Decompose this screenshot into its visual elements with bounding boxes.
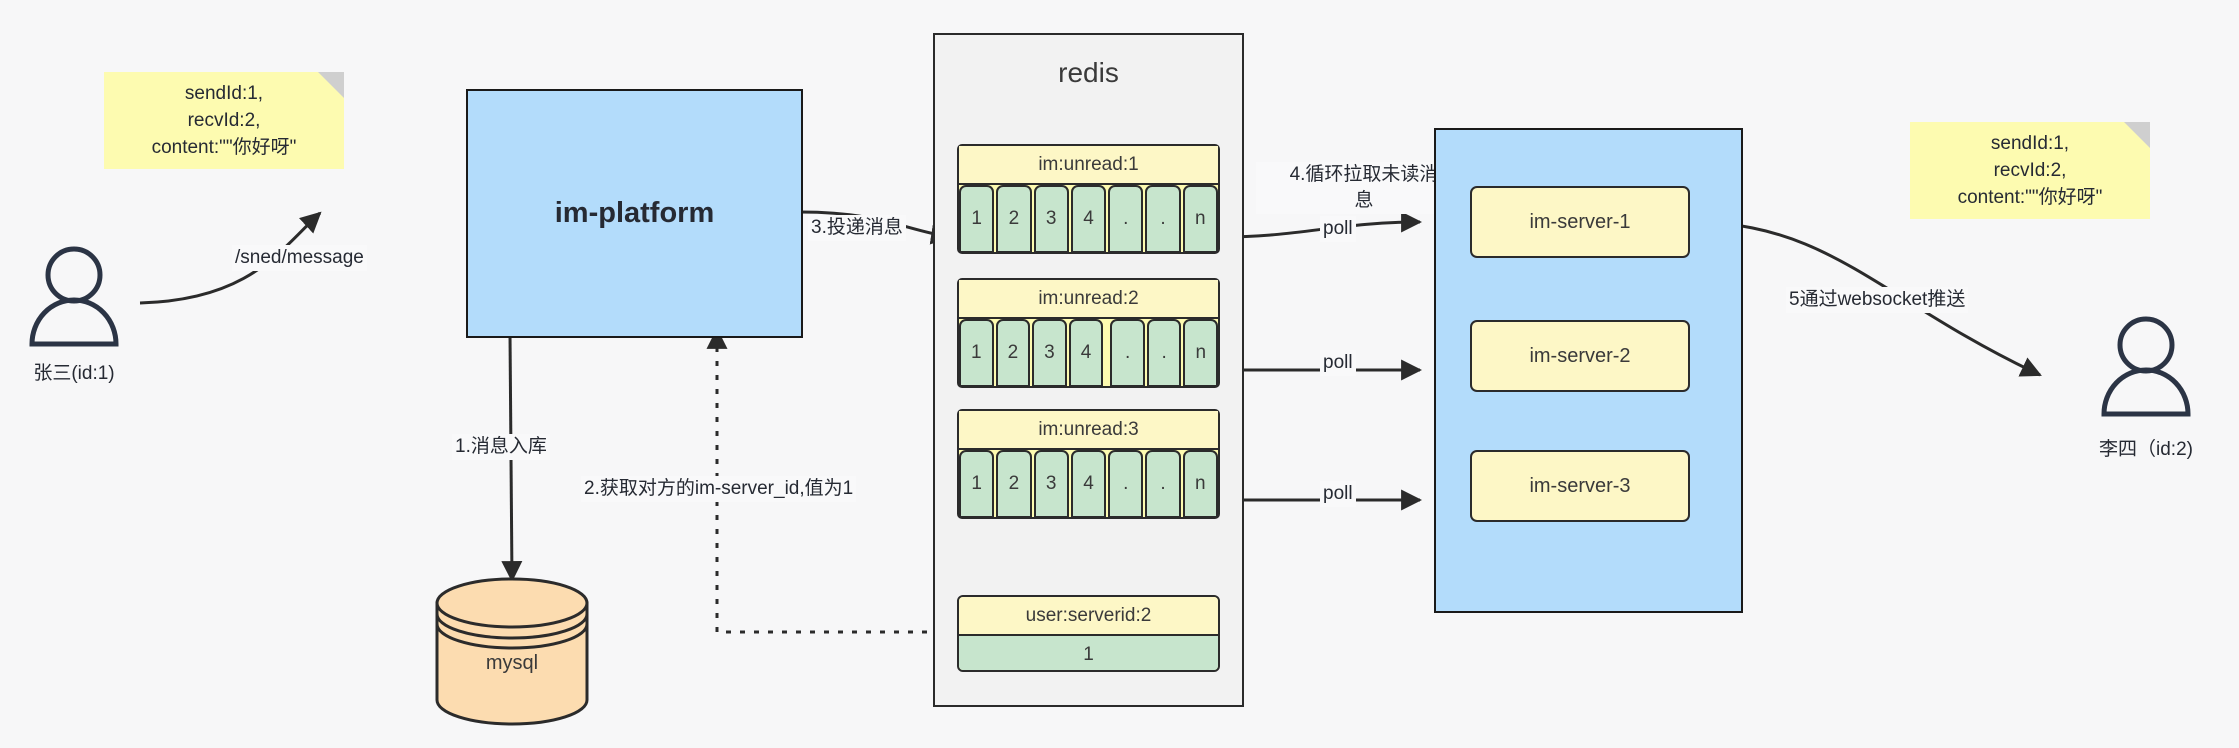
- redis-title: redis: [1058, 57, 1119, 88]
- redis-cell[interactable]: 1: [959, 185, 995, 253]
- redis-cell[interactable]: .: [1146, 319, 1182, 387]
- redis-cell[interactable]: 4: [1070, 450, 1107, 518]
- mysql-label: mysql: [485, 652, 539, 674]
- redis-cell[interactable]: 2: [995, 319, 1031, 387]
- redis-cell[interactable]: .: [1108, 450, 1144, 518]
- note-right-text: sendId:1, recvId:2, content:""你好呀": [1957, 133, 2103, 208]
- redis-unread-group-1[interactable]: im:unread:1 1 2 3 4 . . n: [957, 144, 1220, 254]
- note-fold-icon: [318, 72, 344, 98]
- redis-unread-group-3[interactable]: im:unread:3 1 2 3 4 . . n: [957, 409, 1220, 519]
- redis-key-label: im:unread:3: [959, 411, 1218, 450]
- redis-cell[interactable]: 1: [959, 319, 994, 387]
- edge-label-step3: 3.投递消息: [808, 215, 906, 241]
- redis-cell[interactable]: 4: [1068, 319, 1104, 387]
- sender-actor-icon: [29, 246, 119, 347]
- note-left: sendId:1, recvId:2, content:""你好呀": [104, 72, 344, 169]
- redis-cell[interactable]: 2: [996, 450, 1032, 518]
- redis-unread-group-2[interactable]: im:unread:2 1 2 3 4 . . n: [957, 278, 1220, 388]
- im-server-2-box[interactable]: im-server-2: [1470, 320, 1690, 392]
- redis-cell[interactable]: .: [1145, 450, 1181, 518]
- redis-cell-row: 1 2 3 4 . . n: [959, 185, 1218, 253]
- redis-cell[interactable]: .: [1108, 185, 1144, 253]
- redis-cell[interactable]: 3: [1033, 450, 1069, 518]
- receiver-label: 李四（id:2): [2099, 439, 2193, 460]
- im-server-2-label: im-server-2: [1529, 344, 1631, 367]
- redis-container: redis im:unread:1 1 2 3 4 . . n im:unrea…: [933, 33, 1244, 707]
- redis-cell[interactable]: 3: [1033, 185, 1069, 253]
- note-left-text: sendId:1, recvId:2, content:""你好呀": [151, 83, 297, 158]
- im-platform-label: im-platform: [554, 197, 715, 229]
- edge-label-step2: 2.获取对方的im-server_id,值为1: [581, 476, 857, 502]
- im-server-1-box[interactable]: im-server-1: [1470, 186, 1690, 258]
- edge-label-poll-3: poll: [1320, 481, 1356, 507]
- redis-cell-row: 1 2 3 4 . . n: [959, 319, 1219, 387]
- im-server-3-label: im-server-3: [1529, 474, 1631, 497]
- redis-cell[interactable]: n: [1183, 319, 1219, 387]
- redis-cell[interactable]: 2: [996, 185, 1032, 253]
- redis-cell[interactable]: 1: [959, 450, 995, 518]
- im-server-3-box[interactable]: im-server-3: [1470, 450, 1690, 522]
- redis-cell[interactable]: n: [1182, 185, 1218, 253]
- redis-cell[interactable]: 4: [1070, 185, 1107, 253]
- edge-label-poll-2: poll: [1320, 350, 1356, 376]
- receiver-actor-icon: [2101, 316, 2191, 417]
- redis-cell[interactable]: n: [1182, 450, 1218, 518]
- redis-serverid-value: 1: [959, 636, 1218, 670]
- edge-label-step1: 1.消息入库: [452, 434, 550, 460]
- edge-label-send-message: /sned/message: [232, 245, 367, 271]
- redis-cell[interactable]: .: [1145, 185, 1181, 253]
- note-right: sendId:1, recvId:2, content:""你好呀": [1910, 122, 2150, 219]
- im-platform-box[interactable]: im-platform: [466, 89, 803, 338]
- redis-serverid-key: user:serverid:2: [959, 597, 1218, 636]
- redis-cell-row: 1 2 3 4 . . n: [959, 450, 1218, 518]
- sender-label: 张三(id:1): [33, 363, 115, 384]
- im-server-1-label: im-server-1: [1529, 210, 1631, 233]
- redis-key-label: im:unread:2: [959, 280, 1218, 319]
- edge-label-step5: 5通过websocket推送: [1786, 287, 1969, 313]
- redis-key-label: im:unread:1: [959, 146, 1218, 185]
- note-fold-icon: [2124, 122, 2150, 148]
- edge-label-poll-1: poll: [1320, 216, 1356, 242]
- redis-cell[interactable]: 3: [1032, 319, 1067, 387]
- redis-user-serverid-group[interactable]: user:serverid:2 1: [957, 595, 1220, 672]
- redis-cell[interactable]: .: [1110, 319, 1145, 387]
